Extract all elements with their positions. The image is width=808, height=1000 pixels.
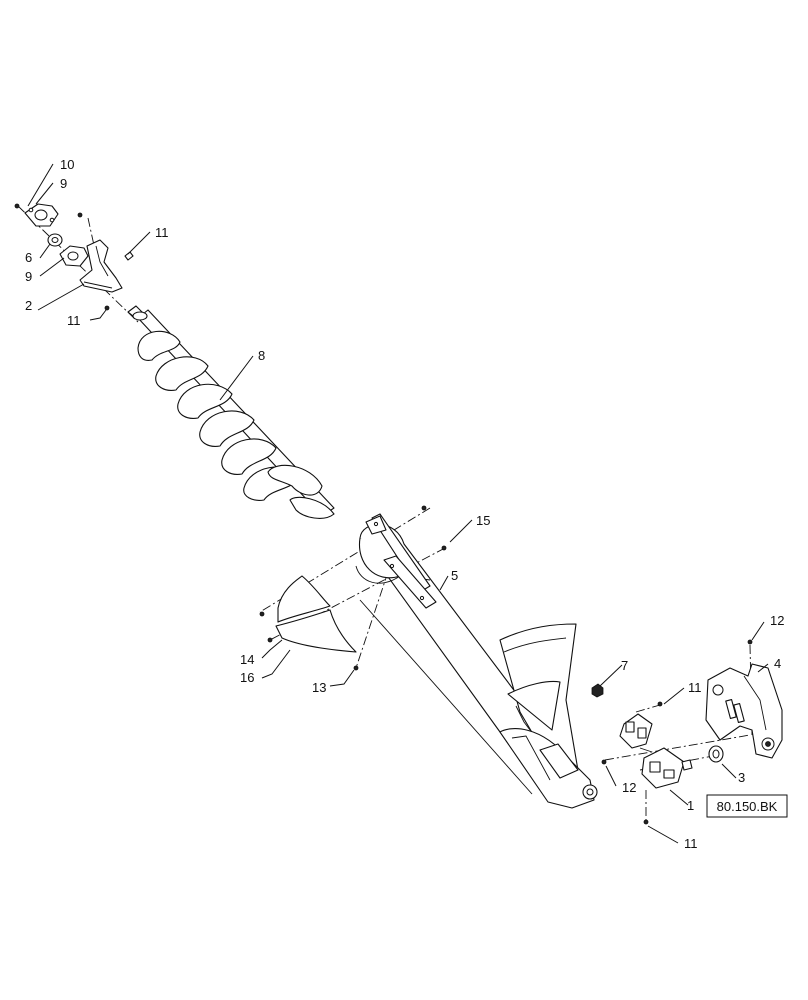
bolt-11-drive-lower [643,819,649,825]
spout-flare [499,623,581,783]
bearing-flange-lower [59,245,89,267]
drive-mount-bracket [705,663,783,759]
reference-label: 80.150.BK [717,799,778,814]
callout-labels: 10 9 6 9 2 11 11 8 15 5 14 16 13 7 11 12… [25,157,784,851]
callout-9-upper: 9 [60,176,67,191]
flighting-segment-lower [275,609,357,653]
callout-4: 4 [774,656,781,671]
callout-15: 15 [476,513,490,528]
callout-8: 8 [258,348,265,363]
callout-11-lower: 11 [67,313,81,328]
callout-leaders [27,163,769,844]
tube-end [499,728,598,809]
bolt-12-left [601,759,607,765]
bolt-10 [14,203,20,209]
bolt-16-left [267,637,273,643]
bolt-upper [77,212,83,218]
callout-11-drive-lower: 11 [684,836,698,851]
callout-10: 10 [60,157,74,172]
callout-14: 14 [240,652,254,667]
hex-nut-7 [591,683,604,698]
nut-11-lower [104,305,110,311]
bolt-14-left [259,611,265,617]
callout-13: 13 [312,680,326,695]
nut-13 [353,665,359,671]
callout-11-upper: 11 [155,225,169,240]
callout-11-drive-upper: 11 [688,680,702,695]
callout-7: 7 [621,658,628,673]
callout-9-lower: 9 [25,269,32,284]
callout-3: 3 [738,770,745,785]
callout-1: 1 [687,798,694,813]
callout-16: 16 [240,670,254,685]
bolt-12-right [747,639,753,645]
hanger-bracket [79,239,123,293]
bolt-15-lower [441,545,447,551]
drive-gearbox [619,713,693,789]
bearing-insert [47,233,63,247]
callout-5: 5 [451,568,458,583]
callout-2: 2 [25,298,32,313]
callout-12-left: 12 [622,780,636,795]
flighting-segment-upper [277,575,331,623]
reference-box: 80.150.BK [706,794,788,818]
bolt-11-drive-upper [657,701,663,707]
auger-flighting [137,330,335,519]
callout-6: 6 [25,250,32,265]
callout-12-right: 12 [770,613,784,628]
bolt-15-right [421,505,427,511]
coupler-bushing [708,745,724,763]
bearing-flange-upper [24,203,59,227]
